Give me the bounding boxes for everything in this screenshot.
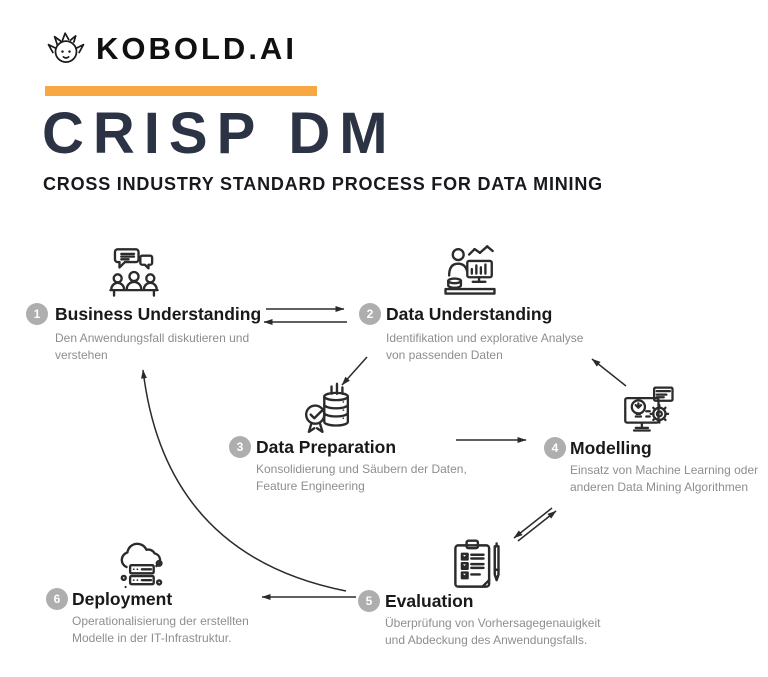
step-title-deployment: Deployment xyxy=(72,589,173,609)
database-quality-icon xyxy=(304,382,350,434)
step-title-modelling: Modelling xyxy=(570,438,652,458)
page-title: CRISP DM xyxy=(42,101,397,166)
step-number-badge: 3 xyxy=(229,436,251,458)
step-number-badge: 6 xyxy=(46,588,68,610)
step-description: Einsatz von Machine Learning oder andere… xyxy=(570,463,759,494)
step-description: Den Anwendungsfall diskutieren und verst… xyxy=(55,331,250,362)
step-number-badge: 2 xyxy=(359,303,381,325)
step-number-badge: 1 xyxy=(26,303,48,325)
brand-text: KOBOLD.AI xyxy=(96,31,297,66)
machine-learning-icon xyxy=(624,386,674,432)
meeting-discussion-icon xyxy=(109,248,159,297)
arrow-modelling-to-data-understanding xyxy=(591,358,627,387)
step-title-evaluation: Evaluation xyxy=(385,591,474,611)
data-analysis-icon xyxy=(444,245,496,295)
brand-logo: KOBOLD.AI xyxy=(45,28,297,70)
step-description: Operationalisierung der erstellten Model… xyxy=(72,614,249,645)
evaluation-checklist-icon xyxy=(454,539,500,588)
step-description: Identifikation und explorative Analyse v… xyxy=(386,331,584,362)
arrow-evaluation-to-modelling xyxy=(517,510,557,542)
step-title-data-preparation: Data Preparation xyxy=(256,437,397,457)
kobold-goblin-icon xyxy=(47,32,85,63)
step-number-badge: 5 xyxy=(358,590,380,612)
step-description: Konsolidierung und Säubern der Daten, Fe… xyxy=(256,462,467,493)
accent-underline-bar xyxy=(45,86,317,96)
arrow-modelling-to-evaluation xyxy=(513,507,553,539)
arrow-data-understanding-to-preparation xyxy=(341,356,368,386)
step-title-business-understanding: Business Understanding xyxy=(55,304,262,324)
page-subtitle: CROSS INDUSTRY STANDARD PROCESS FOR DATA… xyxy=(43,174,603,194)
step-number-badge: 4 xyxy=(544,437,566,459)
step-title-data-understanding: Data Understanding xyxy=(386,304,553,324)
step-description: Überprüfung von Vorhersagegenauigkeit un… xyxy=(385,616,601,647)
